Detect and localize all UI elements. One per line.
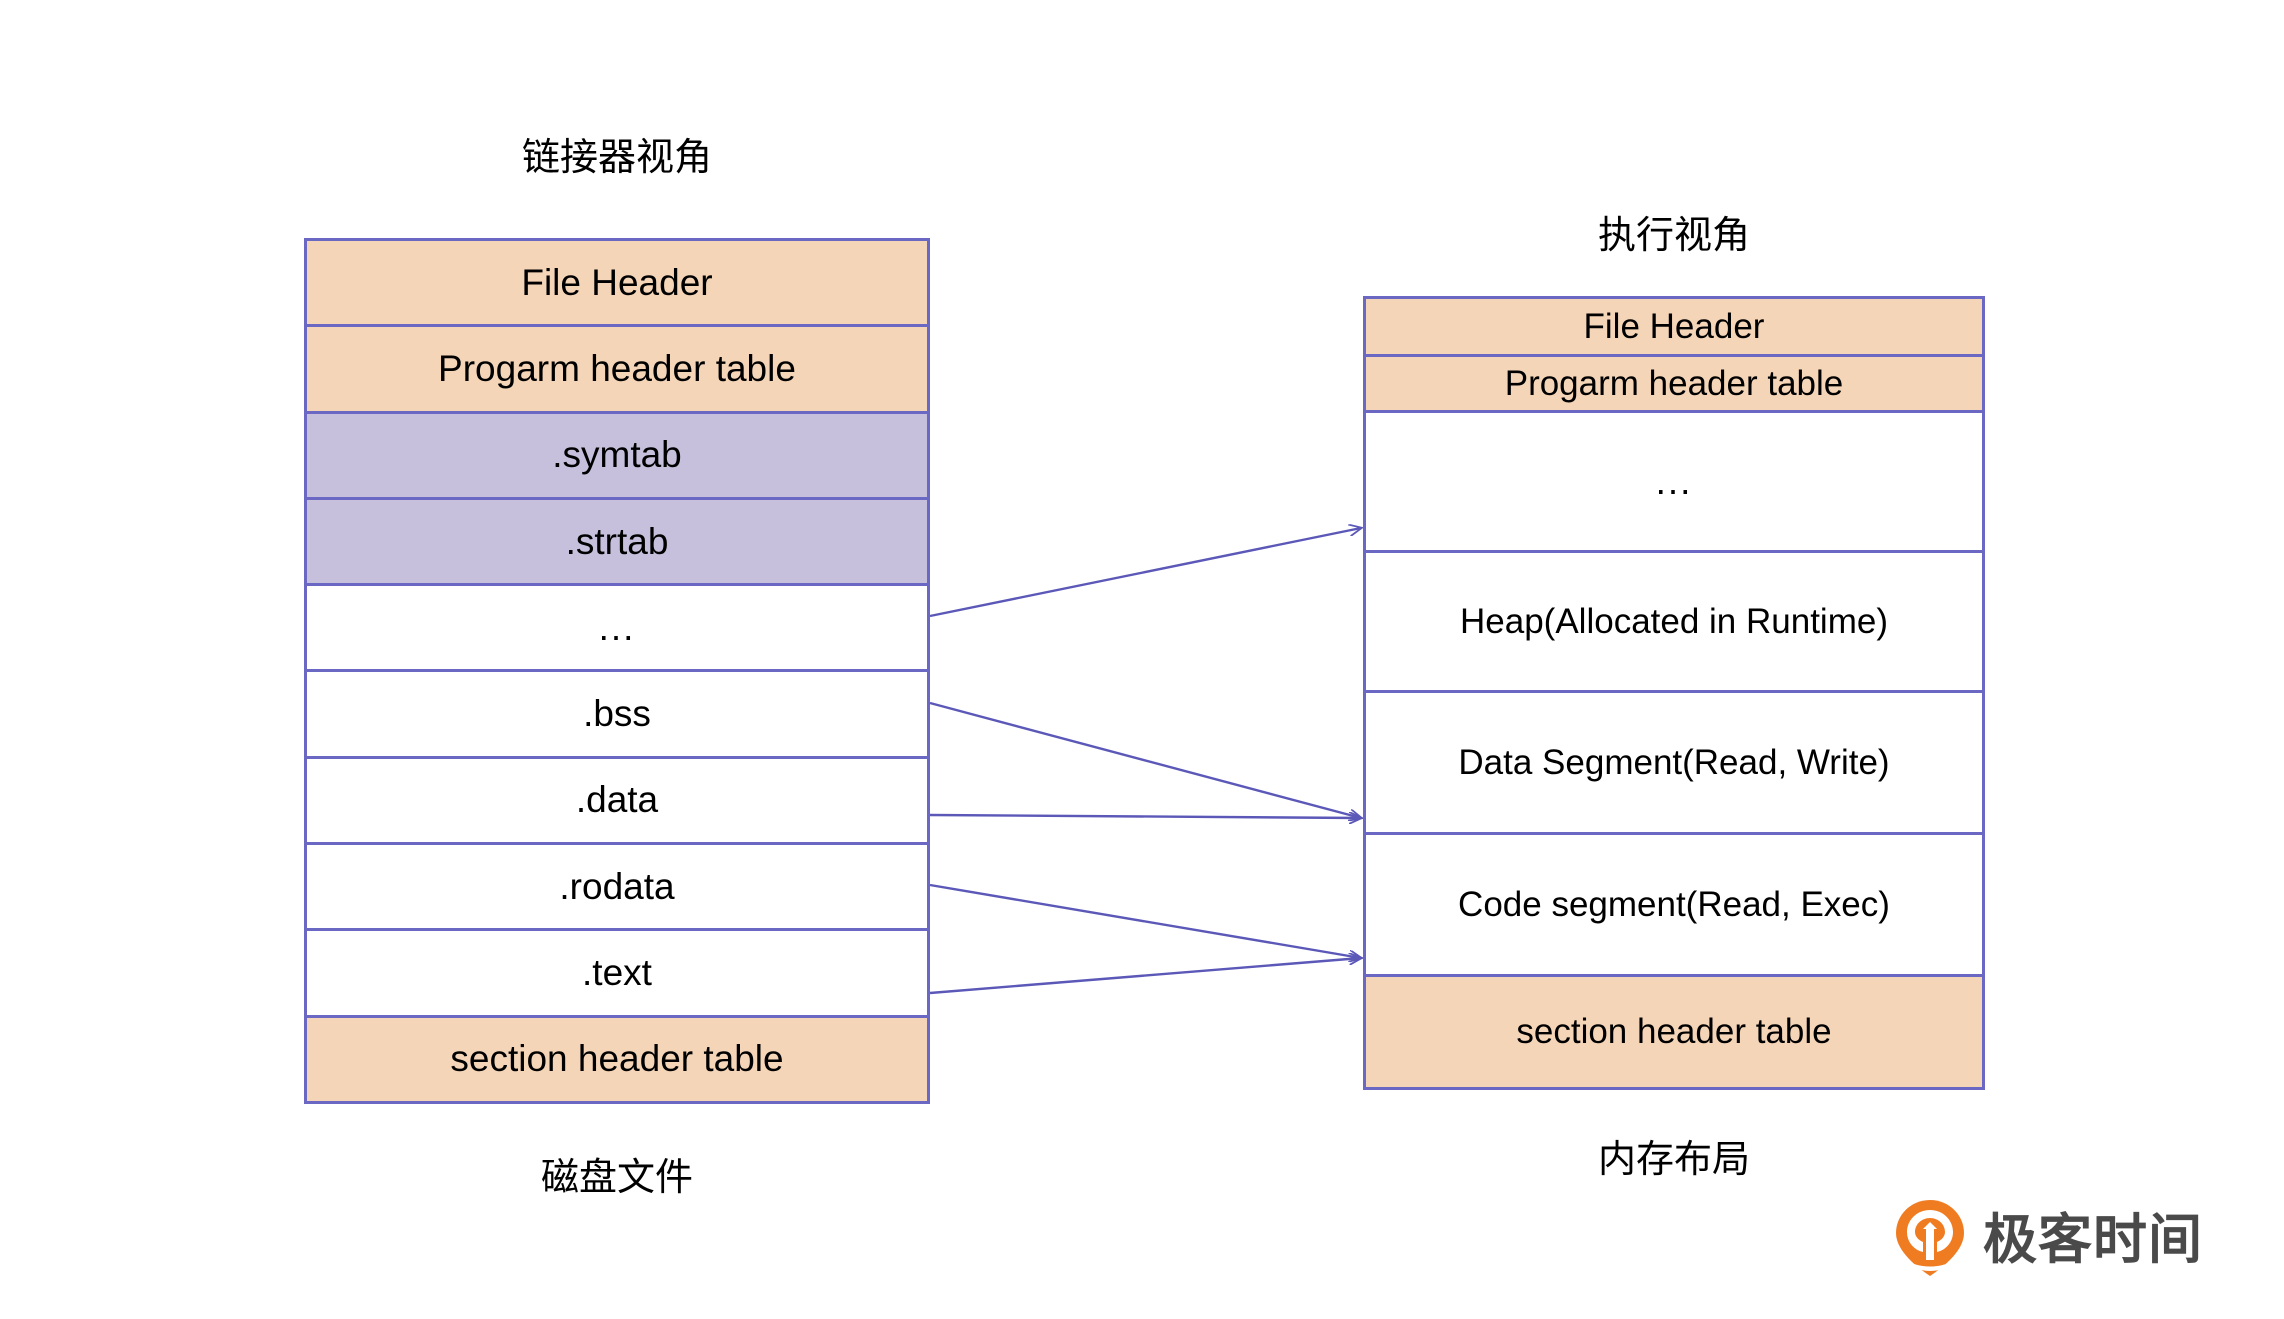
row-label: ...: [598, 606, 636, 648]
row-label: .bss: [583, 693, 651, 735]
table-row: .data: [307, 758, 927, 846]
linker-view-title: 链接器视角: [521, 137, 712, 179]
arrow-text-to-code-segment: [929, 958, 1361, 995]
table-row: .strtab: [307, 499, 927, 587]
table-row: Code segment(Read, Exec): [1366, 835, 1982, 977]
arrow-bss-to-data-segment: [929, 701, 1361, 818]
table-row: .rodata: [307, 845, 927, 932]
table-row: section header table: [1366, 977, 1982, 1087]
exec-view-title: 执行视角: [1597, 215, 1750, 257]
row-label: .data: [575, 779, 659, 821]
linker-view-table: File Header Progarm header table .symtab…: [304, 238, 930, 1104]
table-row: ...: [307, 586, 927, 673]
table-row: Progarm header table: [307, 327, 927, 414]
brand-logo: 极客时间: [1893, 1198, 2223, 1282]
row-label: File Header: [1583, 306, 1765, 346]
brand-name: 极客时间: [1983, 1210, 2203, 1270]
table-row: ...: [1366, 413, 1982, 553]
disk-file-caption: 磁盘文件: [540, 1157, 693, 1199]
row-label: .text: [582, 952, 652, 994]
row-label: Code segment(Read, Exec): [1458, 884, 1890, 924]
row-label: .rodata: [559, 865, 675, 907]
row-label: ...: [1655, 460, 1693, 502]
row-label: section header table: [450, 1038, 784, 1080]
table-row: Progarm header table: [1366, 357, 1982, 413]
row-label: .symtab: [552, 434, 682, 476]
geektime-pin-icon: [1893, 1198, 1967, 1283]
arrow-data-to-data-segment: [929, 815, 1361, 818]
exec-view-table: File Header Progarm header table ... Hea…: [1363, 296, 1985, 1090]
table-row: .text: [307, 931, 927, 1018]
row-label: File Header: [521, 261, 713, 303]
memory-layout-caption: 内存布局: [1597, 1139, 1750, 1181]
row-label: .strtab: [565, 520, 669, 562]
row-label: section header table: [1516, 1012, 1832, 1051]
table-row: .bss: [307, 672, 927, 759]
table-row: Heap(Allocated in Runtime): [1366, 553, 1982, 693]
row-label: Heap(Allocated in Runtime): [1460, 601, 1888, 641]
row-label: Data Segment(Read, Write): [1458, 742, 1890, 782]
table-row: section header table: [307, 1017, 927, 1101]
row-label: Progarm header table: [438, 347, 796, 389]
table-row: .symtab: [307, 413, 927, 500]
arrow-rodata-to-code-segment: [929, 883, 1361, 958]
table-row: File Header: [1366, 299, 1982, 357]
arrow-ellipsis-to-ellipsis: [929, 528, 1361, 618]
row-label: Progarm header table: [1504, 363, 1844, 403]
table-row: File Header: [307, 241, 927, 328]
table-row: Data Segment(Read, Write): [1366, 693, 1982, 835]
